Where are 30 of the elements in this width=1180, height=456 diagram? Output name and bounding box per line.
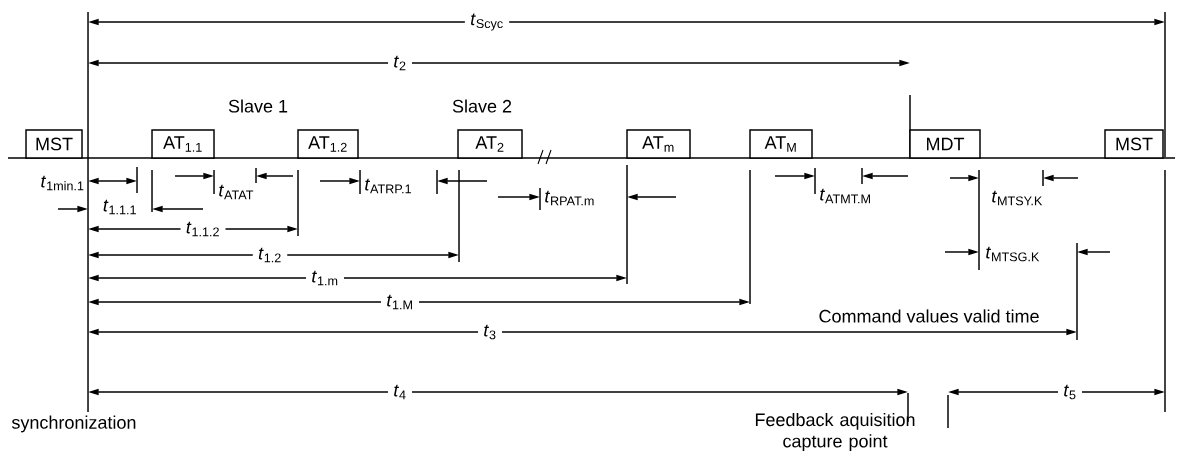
note-text: Feedback aquisition capture point [755, 412, 915, 452]
telegram-box: AT$_{M}$ [749, 129, 813, 159]
time-label: t$_{1.M}$ [381, 292, 419, 312]
slave-label: Slave 2 [452, 99, 512, 113]
time-label: t$_{5}$ [1058, 382, 1082, 402]
time-label: t$_{ATRP.1}$ [365, 178, 411, 194]
time-label: t$_{3}$ [478, 322, 502, 342]
telegram-box: AT$_{1.2}$ [297, 129, 359, 159]
telegram-box: AT$_{2}$ [457, 129, 523, 159]
time-label: t$_{RPAT.m}$ [545, 190, 594, 206]
time-label: t$_{ATAT}$ [219, 184, 254, 200]
time-label: t$_{1.1.2}$ [180, 219, 226, 239]
time-label: t$_{1.2}$ [252, 245, 288, 265]
time-label: t$_{Scyc}$ [464, 10, 510, 34]
telegram-box: MST [25, 129, 83, 159]
slave-label: Slave 1 [228, 99, 288, 113]
note-text: synchronization [11, 415, 136, 433]
time-label: t$_{MTSG.K}$ [986, 246, 1040, 262]
time-label: t$_{4}$ [388, 382, 412, 402]
time-label: t$_{1.1.1}$ [103, 199, 136, 215]
time-label: t$_{1.m}$ [306, 268, 344, 288]
note-text: Command values valid time [819, 309, 1039, 323]
telegram-box: MST [1104, 129, 1164, 159]
time-label: t$_{2}$ [388, 53, 412, 73]
time-label: t$_{1min.1}$ [41, 175, 84, 191]
telegram-box: AT$_{1.1}$ [151, 129, 215, 159]
telegram-box: MDT [909, 129, 981, 159]
time-label: t$_{MTSY.K}$ [992, 190, 1043, 206]
telegram-box: AT$_{m}$ [626, 129, 691, 159]
time-label: t$_{ATMT.M}$ [820, 188, 870, 204]
